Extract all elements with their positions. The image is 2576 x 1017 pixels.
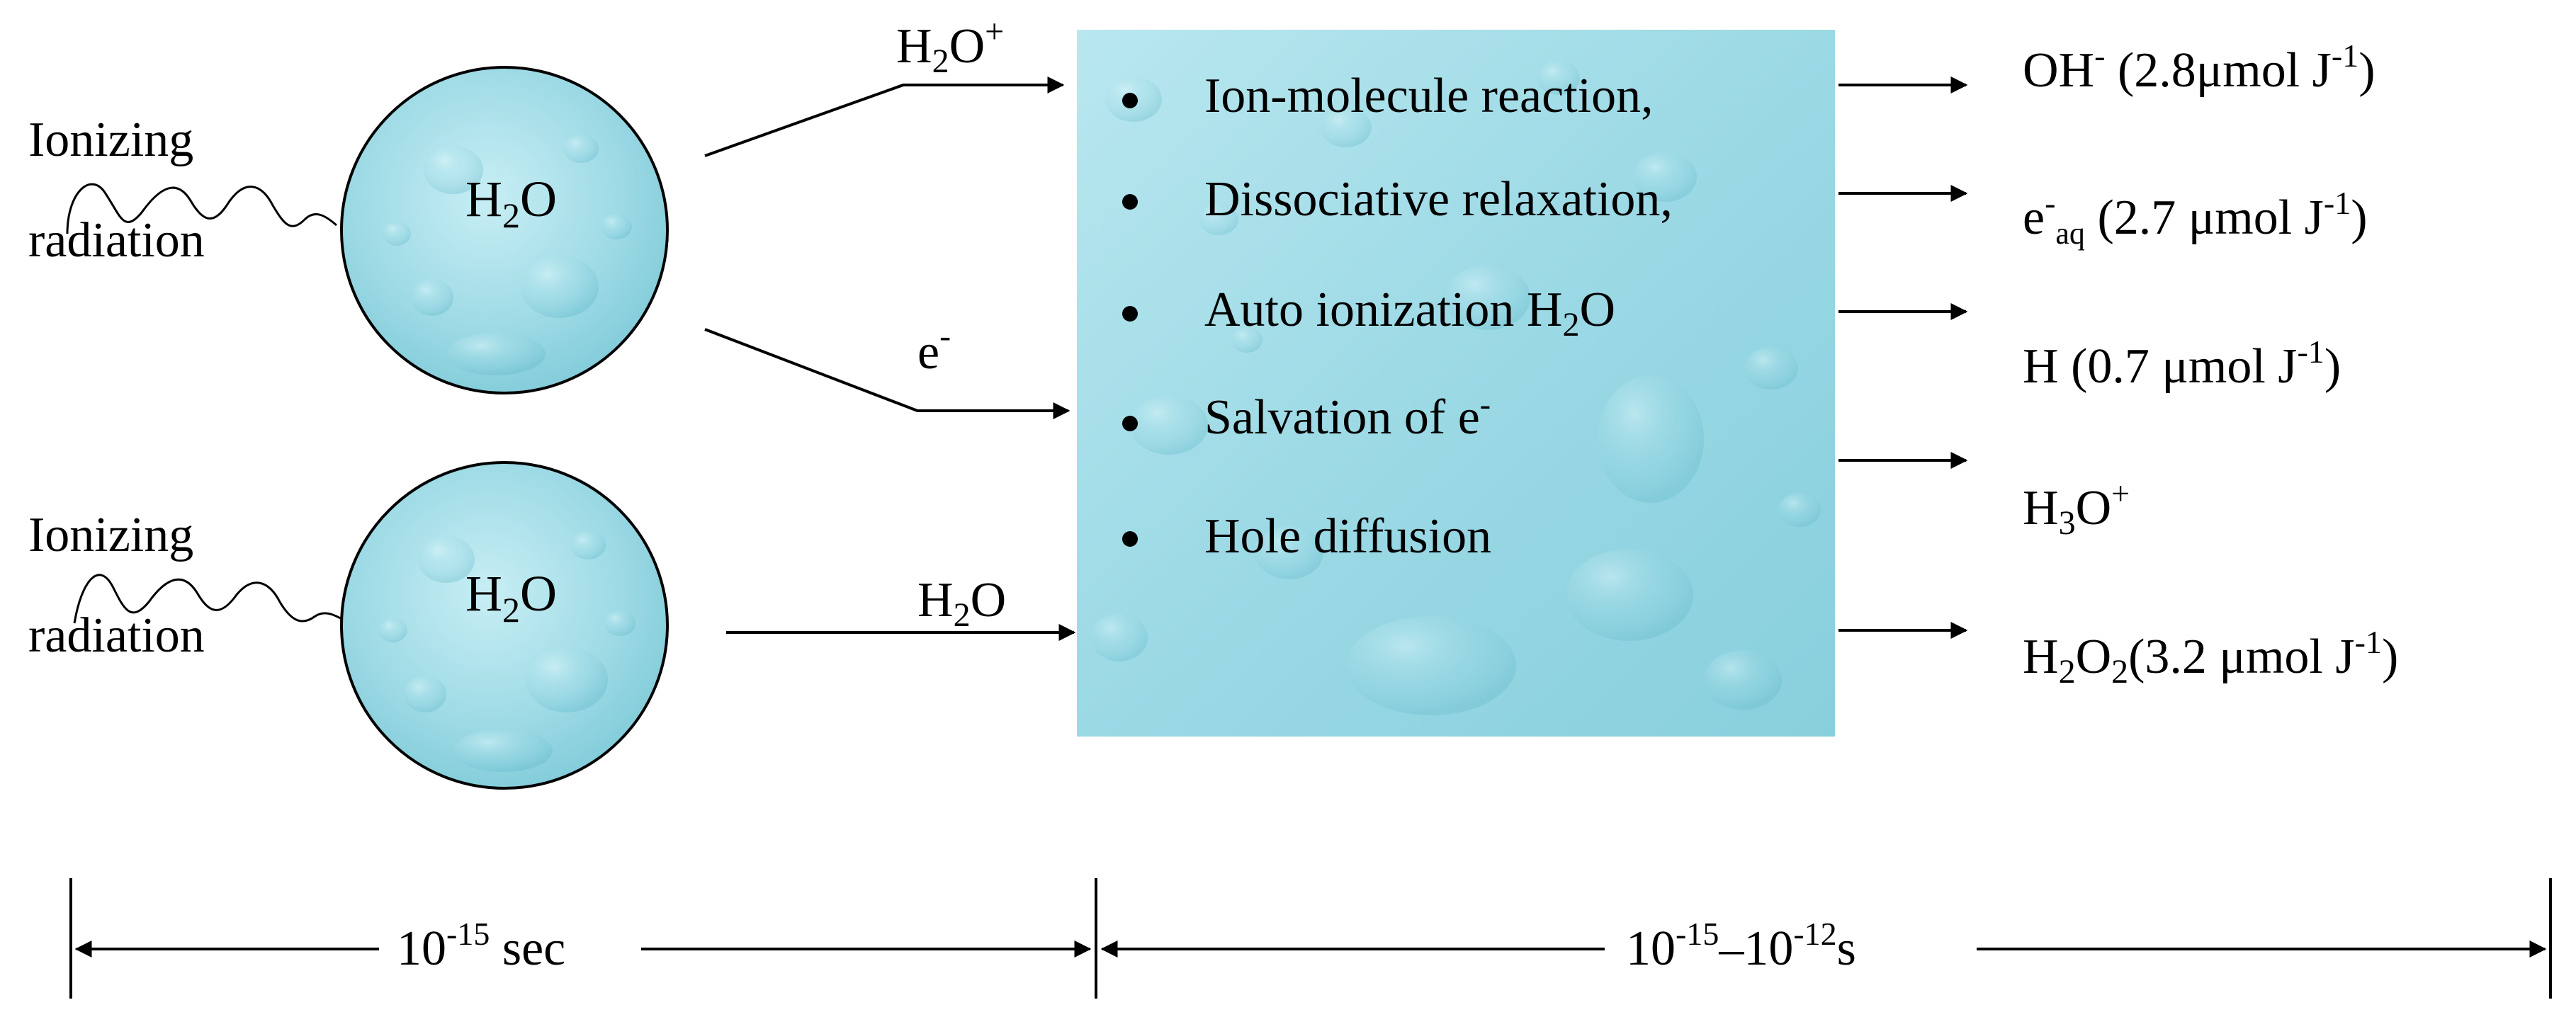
process-salvation: Salvation of e- — [1204, 386, 1491, 445]
electron-label: e- — [917, 317, 951, 380]
input-h2o: H2O — [726, 573, 1076, 641]
product-oh: OH- (2.8μmol J-1) — [2023, 38, 2376, 98]
timescale-right-label: 10-15–10-12s — [1626, 916, 1856, 976]
timescale: 10-15 sec 10-15–10-12s — [69, 878, 2552, 999]
product-h: H (0.7 μmol J-1) — [2023, 334, 2341, 394]
radiation-wave-bottom — [73, 574, 348, 624]
water-formula-bottom: H2O — [465, 565, 557, 630]
ionizing-label-bottom: Ionizing — [28, 508, 193, 562]
process-dissociative: Dissociative relaxation, — [1204, 172, 1673, 227]
process-box-bubbles — [1091, 61, 1821, 715]
product-h3o: H3O+ — [2023, 475, 2130, 542]
water-molecule-top: H2O — [340, 66, 669, 394]
electron-arrow — [704, 328, 1070, 419]
ionizing-label-top: Ionizing — [28, 113, 193, 167]
input-h2o-plus: H2O+ — [704, 13, 1065, 157]
water-formula-top: H2O — [465, 171, 557, 235]
radiation-label-bottom: radiation — [28, 608, 205, 663]
process-bullet-5 — [1122, 531, 1138, 547]
process-ion-molecule: Ion-molecule reaction, — [1204, 69, 1654, 123]
process-box: Ion-molecule reaction, Dissociative rela… — [1077, 30, 1835, 737]
timescale-left-label: 10-15 sec — [397, 916, 565, 976]
radiation-label-top: radiation — [28, 213, 205, 268]
sphere-bubbles-top — [383, 135, 632, 375]
process-bullet-4 — [1122, 416, 1138, 431]
process-bullet-3 — [1122, 306, 1138, 322]
h2o-plus-arrow — [704, 76, 1065, 157]
sphere-bubbles-bottom — [379, 531, 635, 772]
process-auto-ionization: Auto ionization H2O — [1204, 283, 1615, 343]
input-electron: e- — [704, 317, 1070, 419]
h2o-plus-label: H2O+ — [896, 13, 1004, 80]
process-bullet-1 — [1122, 93, 1138, 108]
ionizing-radiation-top: Ionizing radiation — [28, 113, 337, 268]
h2o-label: H2O — [917, 573, 1006, 634]
water-molecule-bottom: H2O — [340, 461, 669, 790]
product-eaq: e-aq (2.7 μmol J-1) — [2023, 185, 2368, 251]
process-hole-diffusion: Hole diffusion — [1204, 509, 1491, 564]
product-h2o2: H2O2(3.2 μmol J-1) — [2023, 624, 2398, 691]
ionizing-radiation-bottom: Ionizing radiation — [28, 508, 348, 663]
radiation-wave-top — [66, 183, 337, 234]
process-bullet-2 — [1122, 194, 1138, 210]
